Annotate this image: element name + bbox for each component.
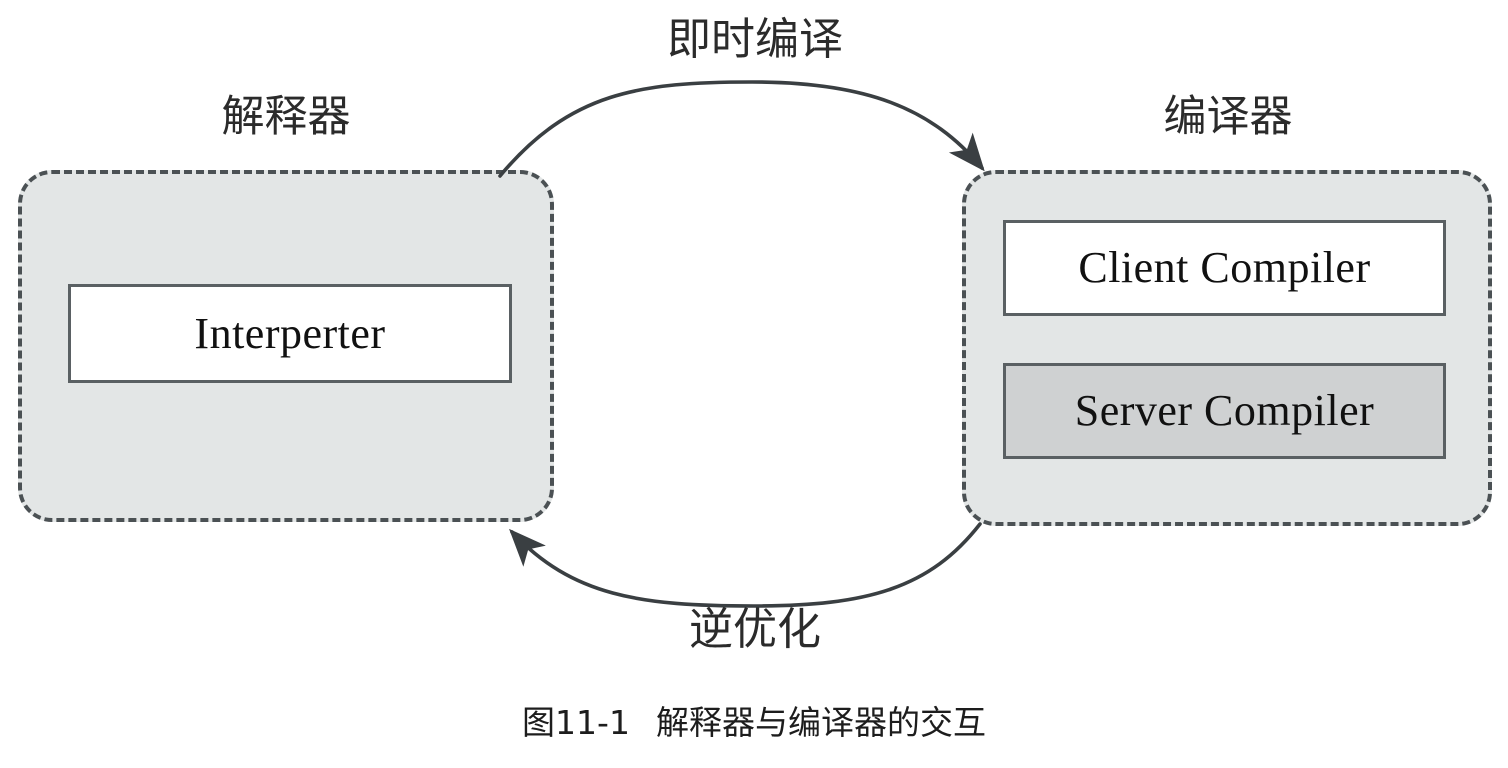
figure-caption-number: 图11-1 (522, 703, 630, 742)
box-server-compiler: Server Compiler (1003, 363, 1446, 459)
figure-caption: 图11-1 解释器与编译器的交互 (0, 706, 1508, 739)
group-title-interpreter: 解释器 (221, 92, 351, 142)
arrow-label-deoptimization: 逆优化 (689, 604, 821, 655)
box-interperter: Interperter (68, 284, 512, 383)
arrow-path-deoptimization (509, 522, 982, 608)
box-client-compiler: Client Compiler (1003, 220, 1446, 316)
arrow-path-jit (498, 80, 985, 178)
group-title-compiler: 编译器 (1163, 92, 1293, 142)
arrow-label-jit: 即时编译 (667, 14, 843, 65)
figure-caption-text: 解释器与编译器的交互 (655, 703, 986, 742)
